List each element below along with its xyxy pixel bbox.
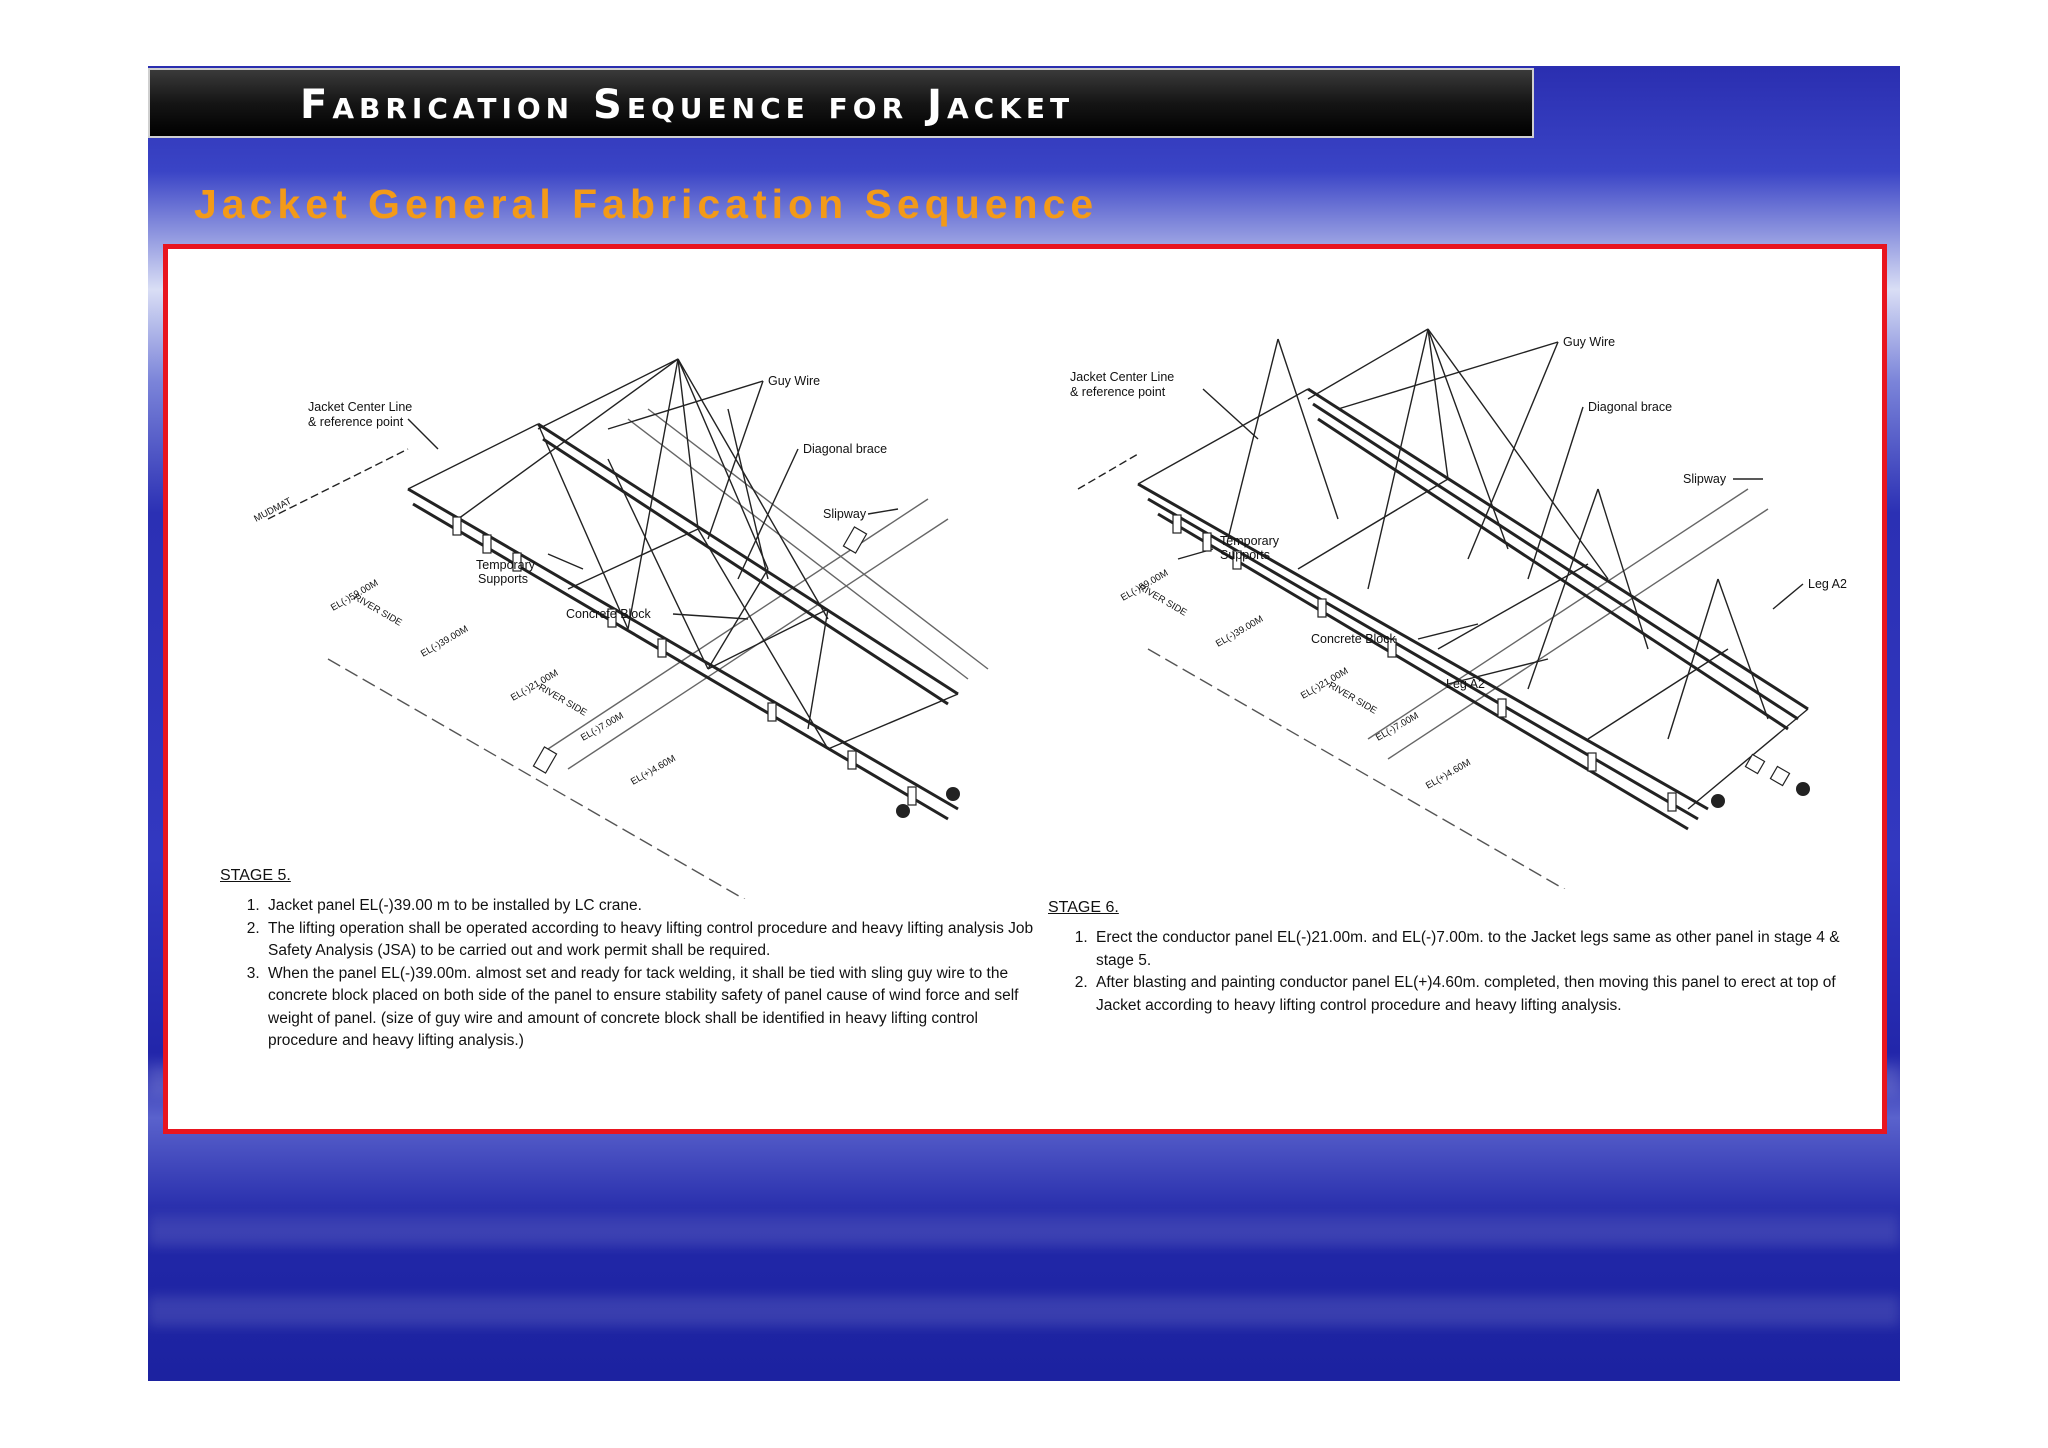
stage6-list: Erect the conductor panel EL(-)21.00m. a… [1048,927,1848,1017]
slide-background: Fabrication Sequence for Jacket Jacket G… [148,66,1900,1381]
label-el-139: EL(-)39.00M [419,624,470,660]
stage5-item: The lifting operation shall be operated … [264,918,1040,963]
label-center-line: Jacket Center Line [1070,370,1174,384]
stage5-notes: STAGE 5. Jacket panel EL(-)39.00 m to be… [220,867,1040,1053]
label-diagonal-brace: Diagonal brace [803,442,887,456]
stage5-item: When the panel EL(-)39.00m. almost set a… [264,963,1040,1053]
stage5-item: Jacket panel EL(-)39.00 m to be installe… [264,895,1040,918]
label-slipway: Slipway [1683,472,1727,486]
label-reference-point: & reference point [308,415,404,429]
label-guy-wire: Guy Wire [1563,335,1615,349]
label-el-46: EL(+)4.60M [1424,757,1473,792]
stage5-drawing: Guy Wire Jacket Center Line & reference … [252,358,989,899]
label-el-46: EL(+)4.60M [629,753,678,788]
title-bar: Fabrication Sequence for Jacket [148,68,1534,138]
stage5-heading: STAGE 5. [220,867,291,884]
label-mudmat: MUDMAT [252,496,294,525]
label-supports: Supports [1220,548,1270,562]
section-subtitle: Jacket General Fabrication Sequence [194,181,1099,227]
label-temporary: Temporary [1220,534,1280,548]
label-center-line: Jacket Center Line [308,400,412,414]
stage6-item: Erect the conductor panel EL(-)21.00m. a… [1092,927,1848,972]
stage6-heading: STAGE 6. [1048,899,1119,916]
label-concrete-block: Concrete Block [566,607,652,621]
page-title: Fabrication Sequence for Jacket [300,82,1075,128]
label-guy-wire: Guy Wire [768,374,820,388]
label-diagonal-brace: Diagonal brace [1588,400,1672,414]
label-el-139: EL(-)39.00M [1214,614,1265,650]
label-river-side-2: RIVER SIDE [537,682,589,718]
label-leg-a2-lower: Leg A2 [1446,677,1485,691]
label-temporary: Temporary [476,558,536,572]
label-el-107: EL(-)7.00M [1374,710,1421,743]
label-leg-a2: Leg A2 [1808,577,1847,591]
label-slipway: Slipway [823,507,867,521]
label-concrete-block: Concrete Block [1311,632,1397,646]
content-panel: Guy Wire Jacket Center Line & reference … [163,244,1887,1134]
label-reference-point: & reference point [1070,385,1166,399]
label-river-side-1: RIVER SIDE [1137,582,1189,618]
label-river-side-1: RIVER SIDE [352,592,404,628]
label-supports: Supports [478,572,528,586]
label-el-107: EL(-)7.00M [579,710,626,743]
stage6-notes: STAGE 6. Erect the conductor panel EL(-)… [1048,899,1848,1017]
stage6-item: After blasting and painting conductor pa… [1092,972,1848,1017]
label-river-side-2: RIVER SIDE [1327,680,1379,716]
stage5-list: Jacket panel EL(-)39.00 m to be installe… [220,895,1040,1053]
stage6-drawing: Guy Wire Jacket Center Line & reference … [1070,328,1847,889]
